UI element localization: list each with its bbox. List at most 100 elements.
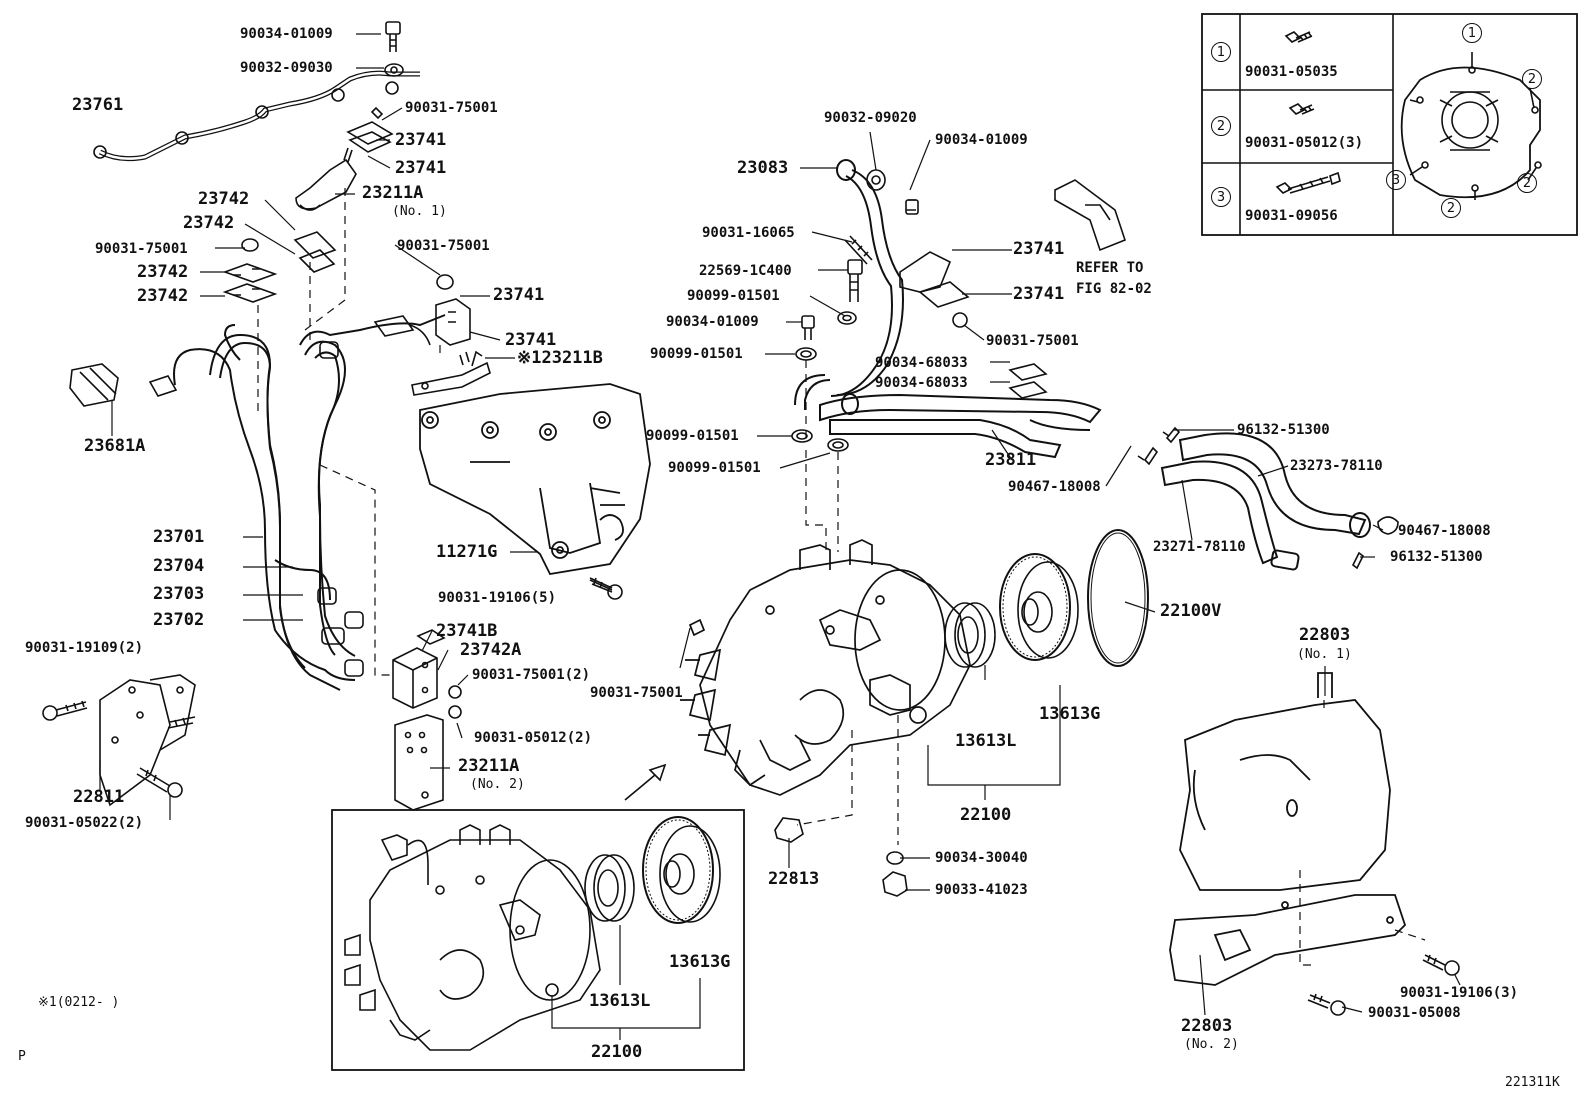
bracket-icon [295,147,357,211]
inset-box [331,809,745,1071]
fitting-icon [373,315,431,346]
part-label-note: (No. 1) [392,204,447,219]
clip-icon [1137,426,1399,570]
part-label: 11271G [436,542,498,562]
part-label: 90031-19109(2) [25,640,144,656]
part-label: 23702 [153,610,205,630]
leak-pipe-23761 [93,70,420,162]
part-label: 22100V [1160,601,1222,621]
part-label: 23083 [737,158,789,178]
part-label: 90034-01009 [666,314,759,330]
part-label: 90031-19106(3) [1400,985,1519,1001]
part-label: 90034-68033 [875,355,968,371]
part-label: 90099-01501 [650,346,743,362]
part-label: 90099-01501 [668,460,761,476]
cover-22803-no2 [1169,894,1407,986]
pipe-23083 [794,159,904,410]
part-label: 13613L [955,731,1017,751]
screw-icon [1275,171,1341,194]
bolt-icon [384,21,404,77]
part-label: 22803 [1181,1016,1233,1036]
arrow-icon [624,763,667,801]
page-marker: P [18,1049,26,1064]
clamp-icon [392,629,462,719]
fitting-icon [69,363,178,407]
part-label: 23741 [395,130,447,150]
part-label-note: (No. 2) [1184,1037,1239,1052]
dashed-leaders [796,360,1426,966]
cover-22803-no1 [1179,672,1391,891]
part-label: 90034-68033 [875,375,968,391]
part-label: 23681A [84,436,146,456]
cover-marker: 2 [1517,173,1537,193]
o-ring-icon [1087,529,1149,667]
part-label: 22100 [591,1042,643,1062]
part-label: 23741 [1013,239,1065,259]
clamp-icon [1008,363,1048,399]
part-label: 96132-51300 [1390,549,1483,565]
part-label: 22569-1C400 [699,263,792,279]
clamp-icon [899,251,970,328]
part-label: 90034-01009 [240,26,333,42]
part-label: 90031-75001 [397,238,490,254]
part-label: 90467-18008 [1398,523,1491,539]
part-label: 23741 [1013,284,1065,304]
bolt-icon [42,700,196,798]
part-label: 23741 [493,285,545,305]
hose-23273 [1178,432,1371,538]
part-label: 23742A [460,640,522,660]
part-label-note: (No. 1) [1297,647,1352,662]
part-label: 23742 [183,213,235,233]
bearing-inset [584,854,635,922]
part-label: 22813 [768,869,820,889]
bearing-13613l [944,602,996,668]
clamp-icon [346,106,394,153]
part-label: 23742 [198,189,250,209]
dashed-leaders [257,188,441,676]
part-label: 90099-01501 [687,288,780,304]
cover-marker: 2 [1522,69,1542,89]
injection-pump-inset [344,824,601,1051]
gear-13613g [999,553,1079,661]
part-label: 90099-01501 [646,428,739,444]
inset-part-label: 90031-05012(3) [1245,135,1364,151]
part-label: 90034-30040 [935,850,1028,866]
part-label: 22811 [73,787,125,807]
part-label: 90031-75001(2) [472,667,591,683]
part-label: 90031-75001 [405,100,498,116]
footnote: ※1(0212- ) [38,995,120,1010]
figure-number: 221311K [1505,1075,1560,1090]
part-label: 23741 [395,158,447,178]
callout-bracket-inset [551,925,701,1040]
part-label: 23742 [137,286,189,306]
part-label: ※123211B [517,348,603,368]
part-label: 90033-41023 [935,882,1028,898]
bolt-icon [1307,954,1460,1016]
part-label: 13613L [589,991,651,1011]
part-label: 90034-01009 [935,132,1028,148]
cover-11271g-drawing [419,383,651,575]
part-label-note: (No. 2) [470,777,525,792]
screw-icon [1284,31,1313,43]
inset-part-label: 90031-09056 [1245,208,1338,224]
part-label: 90032-09030 [240,60,333,76]
part-label: 90031-19106(5) [438,590,557,606]
part-label: 22100 [960,805,1012,825]
clamp-icon [222,231,337,303]
part-label: 23741 [505,330,557,350]
callout-bracket [927,665,1061,800]
part-label: 90031-75001 [95,241,188,257]
injection-pump-main [680,539,971,796]
cover-marker: 1 [1462,23,1482,43]
part-label: 23271-78110 [1153,539,1246,555]
row-marker: 3 [1211,187,1231,207]
part-label: 90467-18008 [1008,479,1101,495]
part-label: 23703 [153,584,205,604]
part-label: 90031-75001 [986,333,1079,349]
hose-23271 [1160,460,1300,571]
part-label: 23704 [153,556,205,576]
part-label: 90031-16065 [702,225,795,241]
part-label: 13613G [1039,704,1101,724]
pipe-23811 [819,393,1102,459]
